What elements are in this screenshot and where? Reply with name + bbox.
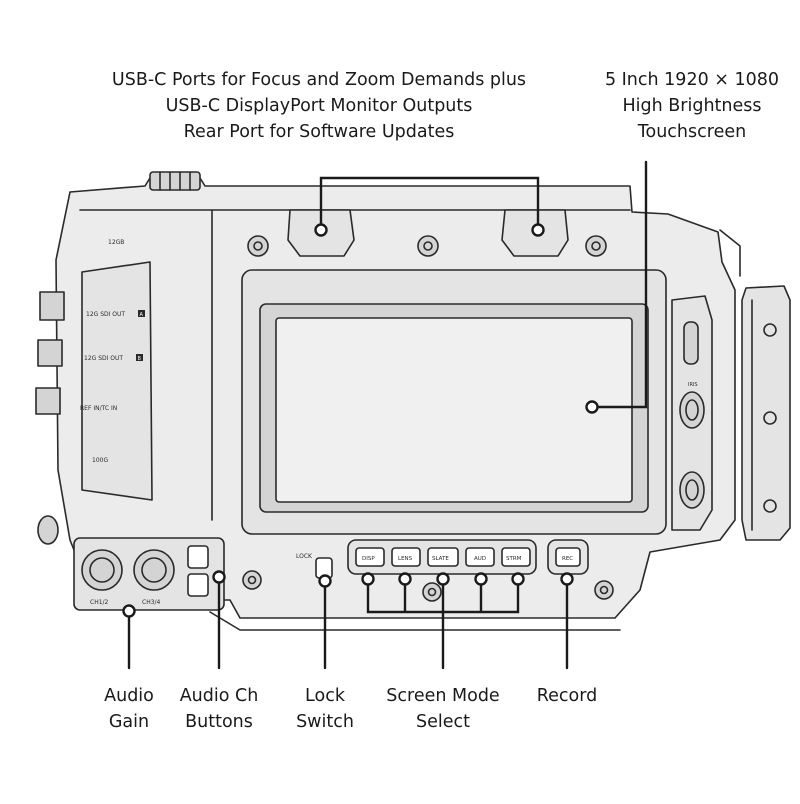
sdi-out-a-badge: A: [140, 312, 144, 318]
port-label-100g: 100G: [92, 457, 108, 464]
lens-label: LENS: [398, 556, 413, 562]
ref-in-label: REF IN/TC IN: [80, 405, 117, 412]
callout-screen-line2: High Brightness: [622, 96, 762, 116]
callout-audio-ch: Audio Ch Buttons: [164, 683, 274, 735]
slate-label: SLATE: [432, 556, 449, 562]
rec-button: [555, 547, 581, 567]
disp-button: [355, 547, 385, 567]
lock-label: LOCK: [296, 553, 313, 560]
rec-label: REC: [562, 556, 573, 562]
callout-lock-line1: Lock: [305, 686, 345, 706]
audio-gain-knob-ch12: [81, 549, 123, 591]
callout-leaders: [127, 160, 648, 670]
aud-label: AUD: [474, 556, 486, 562]
screw: [247, 235, 269, 257]
callout-screen-line1: 5 Inch 1920 × 1080: [604, 70, 780, 90]
callout-usb-ports-line1: USB-C Ports for Focus and Zoom Demands p…: [111, 70, 527, 90]
port-label-12g: 12GB: [108, 239, 124, 246]
screw: [242, 570, 262, 590]
callout-record: Record: [517, 683, 617, 709]
callout-record-line1: Record: [536, 686, 598, 706]
leader-screen-mode: [366, 578, 520, 670]
callout-usb-ports-line2: USB-C DisplayPort Monitor Outputs: [165, 96, 473, 116]
sdi-connector: [39, 291, 65, 321]
callout-audio-gain-line2: Gain: [108, 712, 150, 732]
callout-usb-ports: USB-C Ports for Focus and Zoom Demands p…: [104, 67, 534, 145]
sdi-connector: [35, 387, 61, 415]
audio-gain-knob-ch34: [133, 549, 175, 591]
sdi-out-b-badge: B: [138, 356, 142, 362]
callout-screen-mode: Screen Mode Select: [373, 683, 513, 735]
slate-button: [427, 547, 459, 567]
callout-audio-gain: Audio Gain: [79, 683, 179, 735]
callout-audio-ch-line2: Buttons: [185, 712, 253, 732]
callout-audio-ch-line1: Audio Ch: [179, 686, 259, 706]
callout-usb-ports-line3: Rear Port for Software Updates: [183, 122, 455, 142]
leader-screen: [594, 160, 648, 409]
callout-screen-line3: Touchscreen: [637, 122, 747, 142]
side-button: [679, 471, 705, 509]
audio-ch-button-bottom: [187, 573, 209, 597]
left-connector-panel: [81, 261, 153, 501]
ch34-label: CH3/4: [142, 599, 161, 606]
callout-screen: 5 Inch 1920 × 1080 High Brightness Touch…: [592, 67, 792, 145]
callout-dots: [122, 223, 599, 618]
callout-screen-mode-line2: Select: [416, 712, 470, 732]
strm-label: STRM: [506, 556, 522, 562]
touchscreen: [275, 317, 633, 503]
side-label: IRIS: [688, 382, 698, 388]
sdi-out-a-label: 12G SDI OUT: [86, 311, 125, 318]
callout-lock-switch: Lock Switch: [275, 683, 375, 735]
side-button: [679, 391, 705, 429]
screw: [594, 580, 614, 600]
sdi-out-b-label: 12G SDI OUT: [84, 355, 123, 362]
leader-usb-ports: [319, 176, 540, 232]
screw: [422, 582, 442, 602]
callout-screen-mode-line1: Screen Mode: [386, 686, 500, 706]
strm-button: [501, 547, 531, 567]
screw: [585, 235, 607, 257]
aud-button: [465, 547, 495, 567]
lens-button: [391, 547, 421, 567]
side-round-port: [37, 515, 59, 545]
callout-audio-gain-line1: Audio: [104, 686, 154, 706]
top-knob: [149, 171, 201, 191]
callout-lock-line2: Switch: [296, 712, 354, 732]
screw: [417, 235, 439, 257]
audio-ch-button-top: [187, 545, 209, 569]
disp-label: DISP: [362, 556, 375, 562]
side-slot: [683, 321, 699, 365]
ch12-label: CH1/2: [90, 599, 109, 606]
sdi-connector: [37, 339, 63, 367]
